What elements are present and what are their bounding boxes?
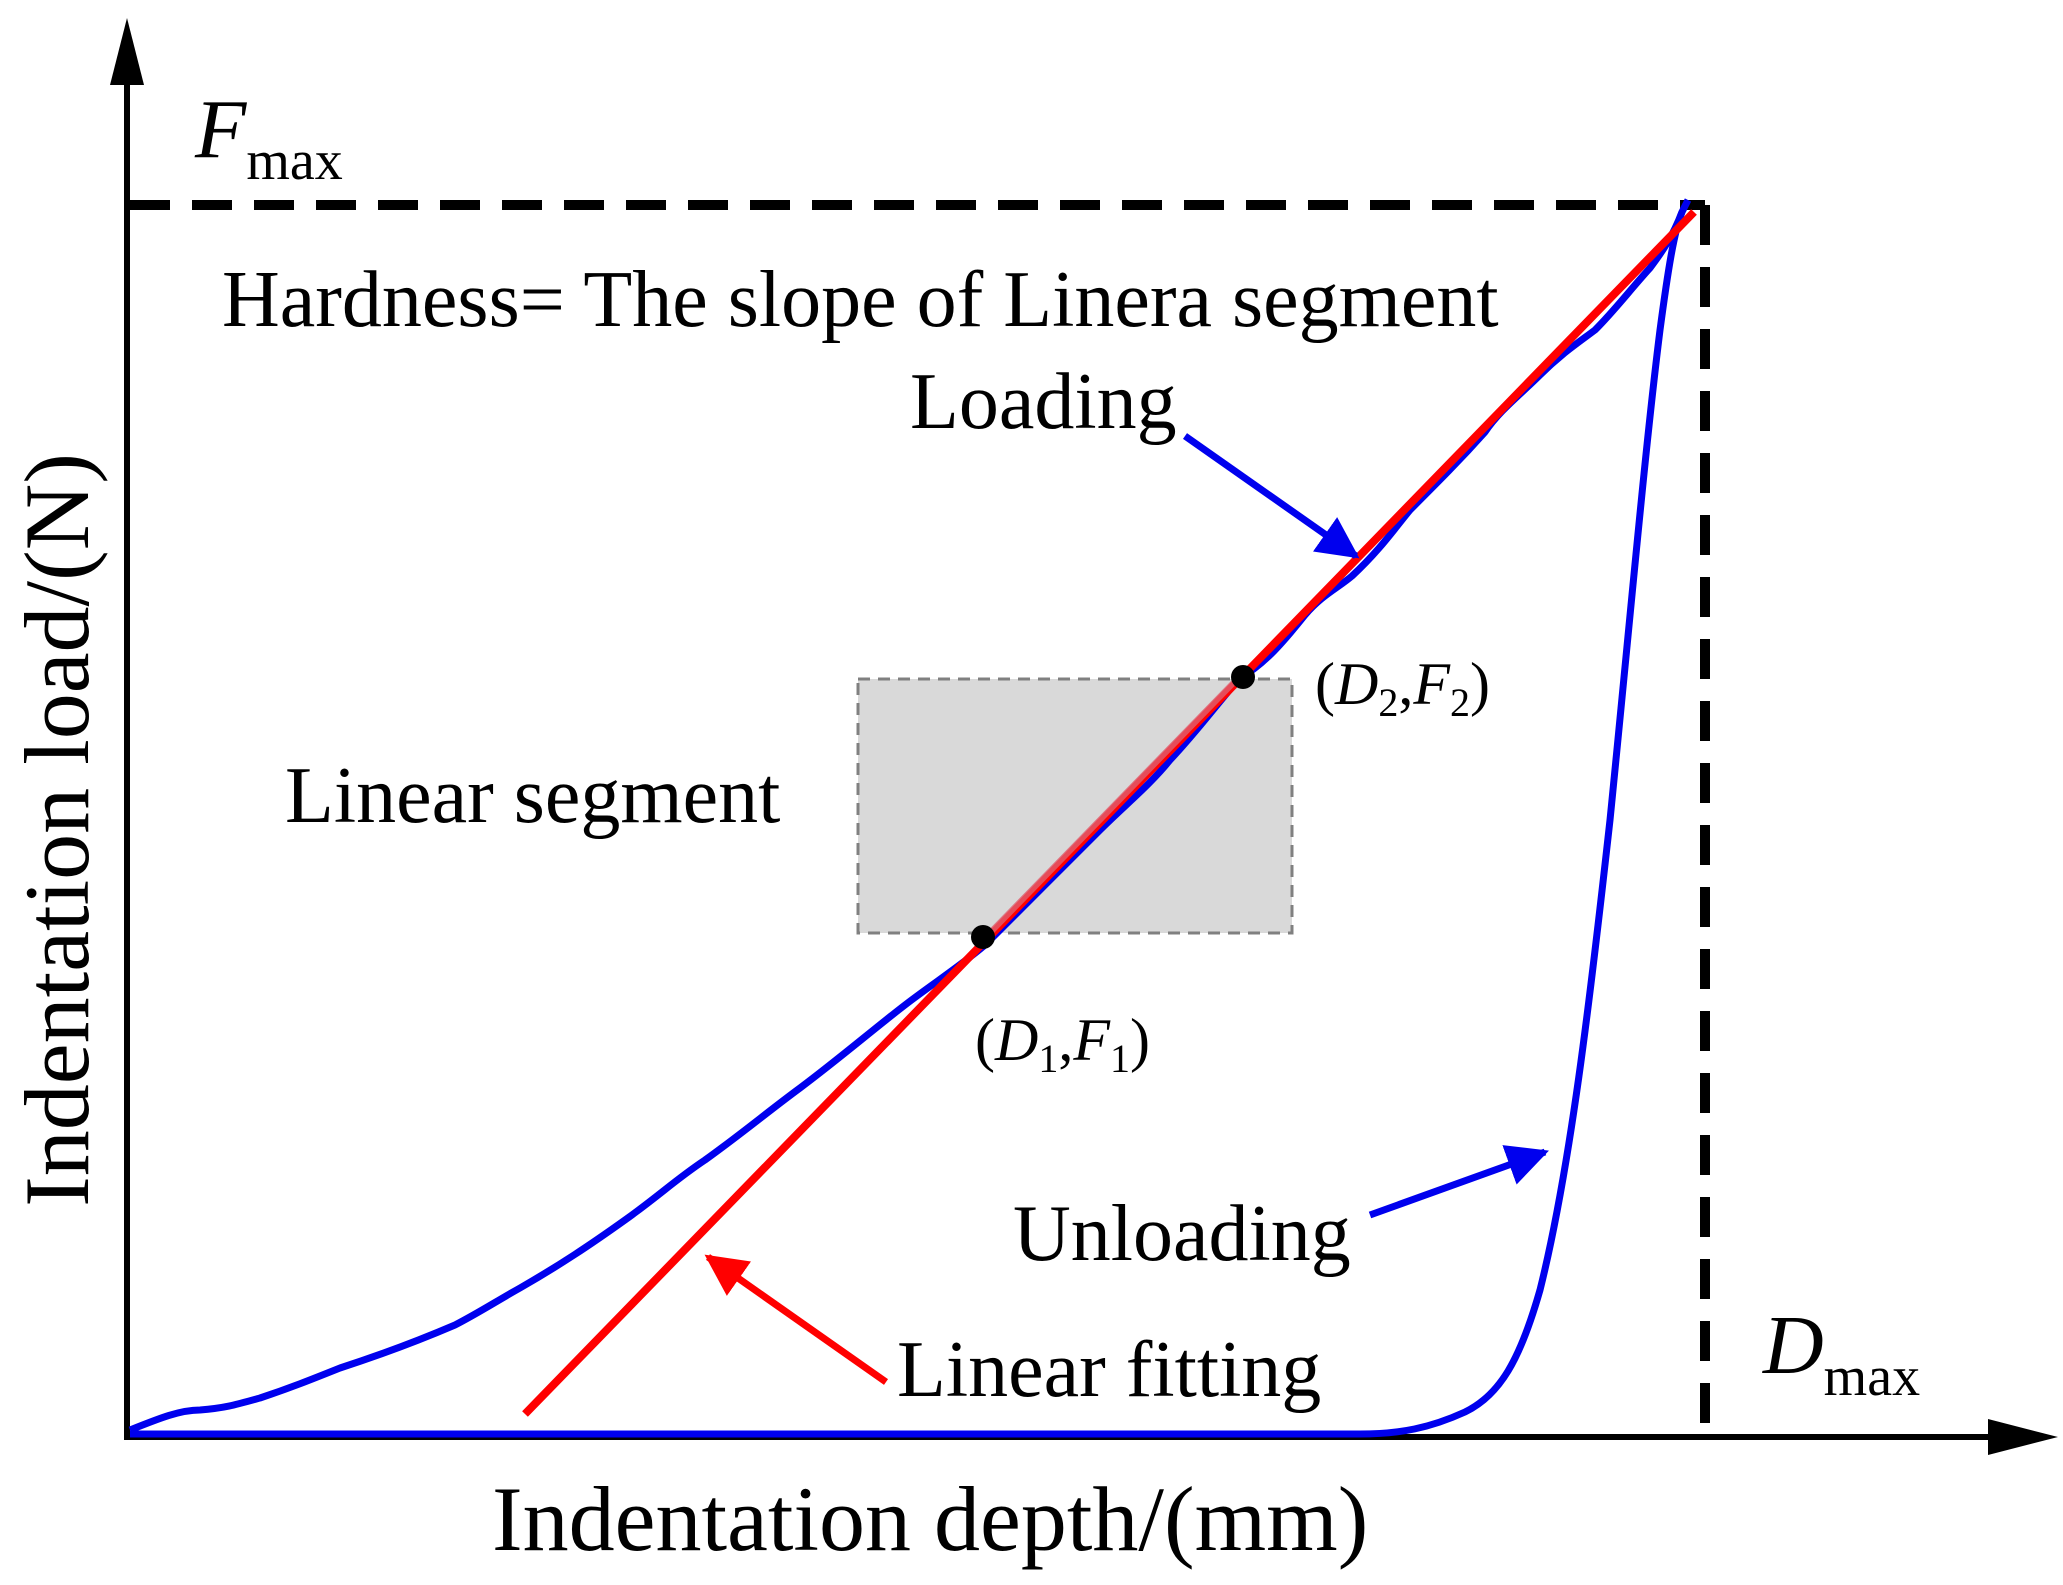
dmax-main: D — [1762, 1299, 1824, 1392]
point1-close: ) — [1130, 1007, 1150, 1073]
dmax-sub: max — [1824, 1346, 1920, 1408]
loading-label: Loading — [910, 358, 1177, 446]
point1-open: ( — [975, 1007, 995, 1073]
unloading-arrow — [1368, 1145, 1549, 1219]
fmax-sub: max — [246, 130, 342, 192]
point2-f-sub: 2 — [1450, 680, 1470, 725]
x-axis-arrowhead — [1988, 1419, 2058, 1455]
hardness-text: Hardness= The slope of Linera segment — [222, 256, 1499, 344]
loading-arrow — [1182, 433, 1360, 559]
linear-fitting-label: Linear fitting — [897, 1326, 1321, 1414]
point2-open: ( — [1315, 651, 1335, 717]
x-axis-title: Indentation depth/(mm) — [492, 1468, 1368, 1570]
point1-f: F — [1072, 1007, 1111, 1073]
point1-d: D — [994, 1007, 1038, 1073]
point1-d-sub: 1 — [1038, 1036, 1058, 1081]
y-axis-title: Indentation load/(N) — [6, 453, 108, 1207]
point2-close: ) — [1470, 651, 1490, 717]
dmax-label: Dmax — [1762, 1299, 1920, 1408]
point1-comma: , — [1058, 1007, 1073, 1073]
unloading-label: Unloading — [1013, 1190, 1351, 1278]
point2-f: F — [1412, 651, 1451, 717]
point2-d: D — [1334, 651, 1378, 717]
linear-segment-overlay — [980, 670, 1246, 943]
linear-segment-box — [856, 677, 1294, 935]
point-d2-f2-label: (D2,F2) — [1315, 651, 1490, 725]
unloading-curve — [130, 210, 1686, 1438]
point-d1-f1-marker — [971, 925, 995, 949]
fmax-label: Fmax — [194, 83, 343, 192]
point1-f-sub: 1 — [1110, 1036, 1130, 1081]
point2-d-sub: 2 — [1378, 680, 1398, 725]
linear-segment-label: Linear segment — [285, 752, 780, 840]
point-d2-f2-marker — [1231, 665, 1255, 689]
point2-comma: , — [1398, 651, 1413, 717]
y-axis-arrowhead — [110, 18, 144, 85]
fmax-main: F — [194, 83, 248, 176]
point-d1-f1-label: (D1,F1) — [975, 1007, 1150, 1081]
linear-fitting-arrow — [704, 1254, 889, 1385]
